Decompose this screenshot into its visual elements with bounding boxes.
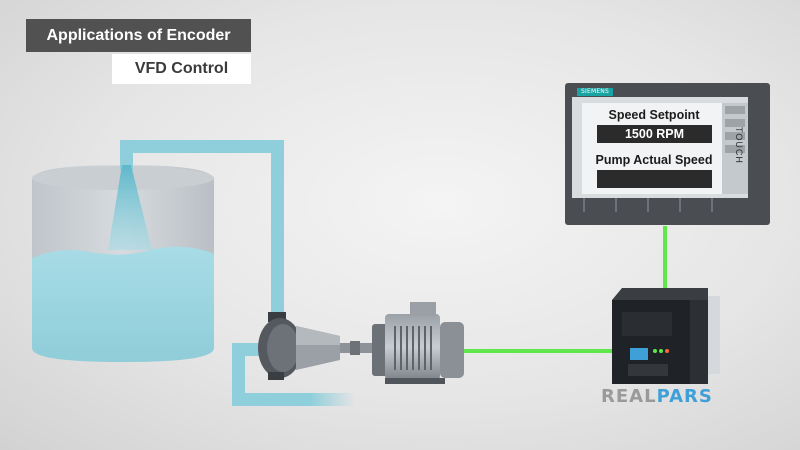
speed-setpoint-value: 1500 RPM (597, 125, 712, 143)
speed-setpoint-label: Speed Setpoint (608, 108, 700, 122)
hmi-brand-label: SIEMENS (577, 88, 613, 96)
signal-wires (464, 226, 667, 353)
hmi-touch-label: TOUCH (734, 127, 744, 164)
vfd-status-led-1 (653, 349, 657, 353)
hmi-side-key-4 (725, 145, 745, 153)
pump-actual-speed-label: Pump Actual Speed (595, 153, 713, 167)
vfd-status-led-2 (659, 349, 663, 353)
vfd-status-led-3 (665, 349, 669, 353)
page-subtitle: VFD Control (112, 54, 251, 84)
realpars-logo: REALPARS (601, 386, 713, 407)
pump (258, 312, 380, 380)
motor (372, 302, 464, 384)
hmi-side-key-1 (725, 106, 745, 114)
hmi-side-key-2 (725, 119, 745, 127)
hmi-side-key-3 (725, 132, 745, 140)
vfd-display (630, 348, 648, 360)
tank-water (32, 246, 214, 362)
water-tank (32, 165, 214, 362)
pump-actual-speed-value (597, 170, 712, 188)
water-spray (108, 165, 152, 250)
page-title: Applications of Encoder (26, 19, 251, 52)
pipe-network (120, 140, 355, 406)
vfd-drive (612, 288, 720, 384)
